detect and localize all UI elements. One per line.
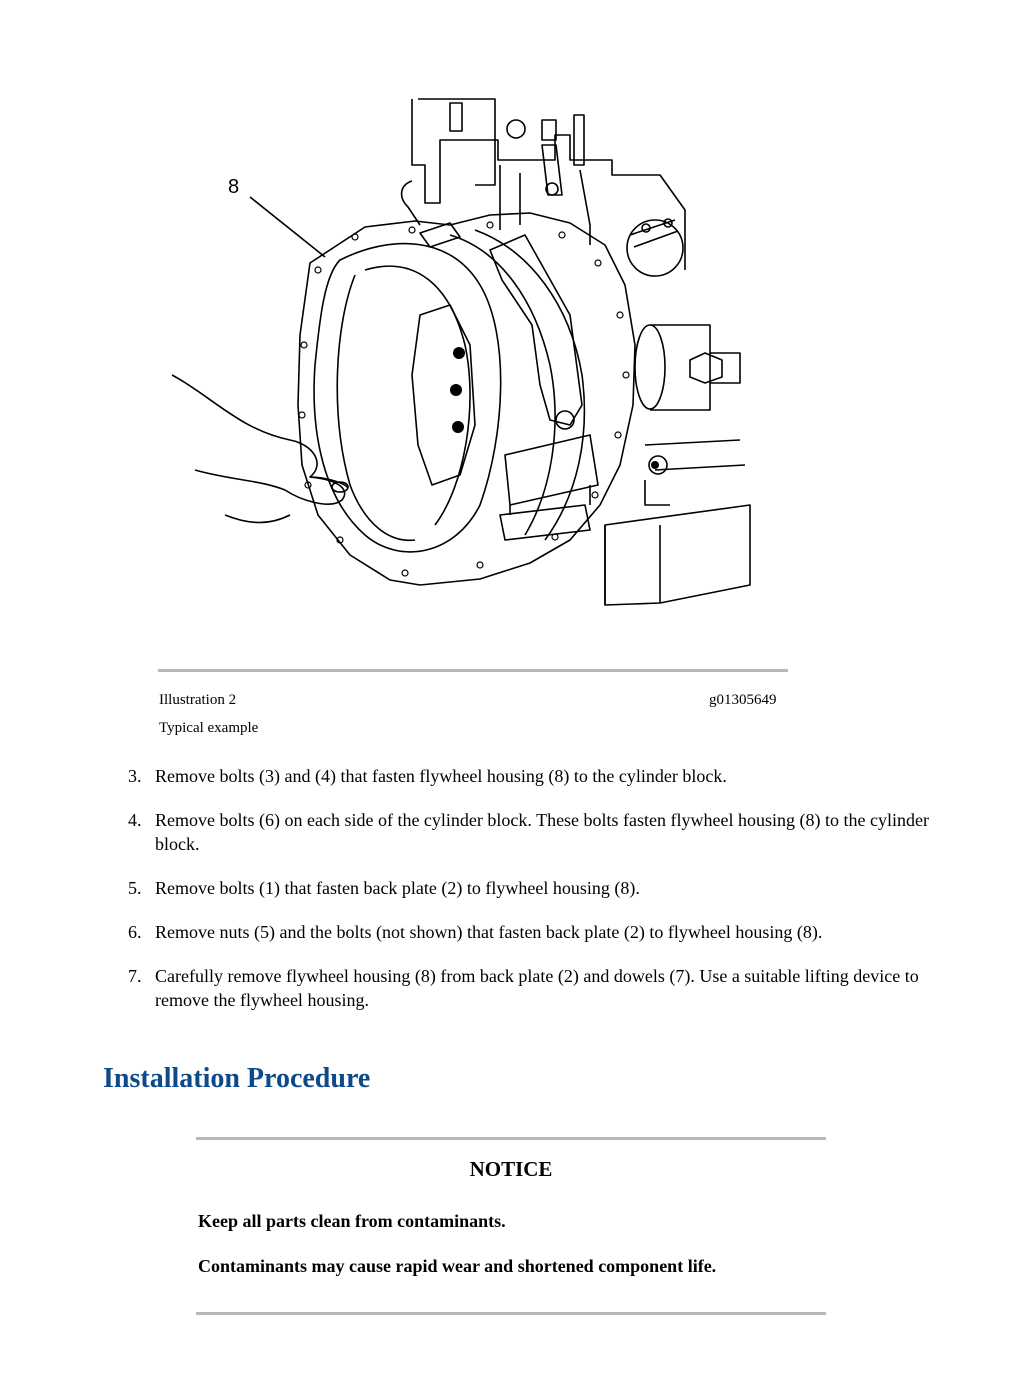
step-text: Remove bolts (6) on each side of the cyl… <box>155 810 929 854</box>
list-item: 6. Remove nuts (5) and the bolts (not sh… <box>120 920 940 944</box>
notice-line-2: Contaminants may cause rapid wear and sh… <box>198 1256 717 1276</box>
removal-steps-list: 3. Remove bolts (3) and (4) that fasten … <box>120 764 940 1032</box>
step-number: 6. <box>128 922 142 942</box>
step-number: 3. <box>128 766 142 786</box>
list-item: 7. Carefully remove flywheel housing (8)… <box>120 964 940 1012</box>
step-text: Remove bolts (1) that fasten back plate … <box>155 878 640 898</box>
step-text: Remove nuts (5) and the bolts (not shown… <box>155 922 823 942</box>
illustration-caption-label: Illustration 2 <box>159 692 237 708</box>
step-text: Remove bolts (3) and (4) that fasten fly… <box>155 766 727 786</box>
callout-label: 8 <box>228 176 239 198</box>
notice-top-divider <box>196 1137 826 1140</box>
notice-bottom-divider <box>196 1312 826 1315</box>
step-number: 7. <box>128 966 142 986</box>
illustration-divider <box>158 669 788 672</box>
notice-line-1: Keep all parts clean from contaminants. <box>198 1211 506 1231</box>
step-number: 5. <box>128 878 142 898</box>
list-item: 4. Remove bolts (6) on each side of the … <box>120 808 940 856</box>
step-number: 4. <box>128 810 142 830</box>
illustration-caption-id: g01305649 <box>709 692 777 708</box>
section-heading: Installation Procedure <box>103 1063 371 1094</box>
step-text: Carefully remove flywheel housing (8) fr… <box>155 966 919 1010</box>
list-item: 3. Remove bolts (3) and (4) that fasten … <box>120 764 940 788</box>
notice-title: NOTICE <box>469 1157 553 1181</box>
list-item: 5. Remove bolts (1) that fasten back pla… <box>120 876 940 900</box>
flywheel-housing-illustration: 8 <box>171 98 751 606</box>
illustration-caption-note: Typical example <box>159 720 259 736</box>
